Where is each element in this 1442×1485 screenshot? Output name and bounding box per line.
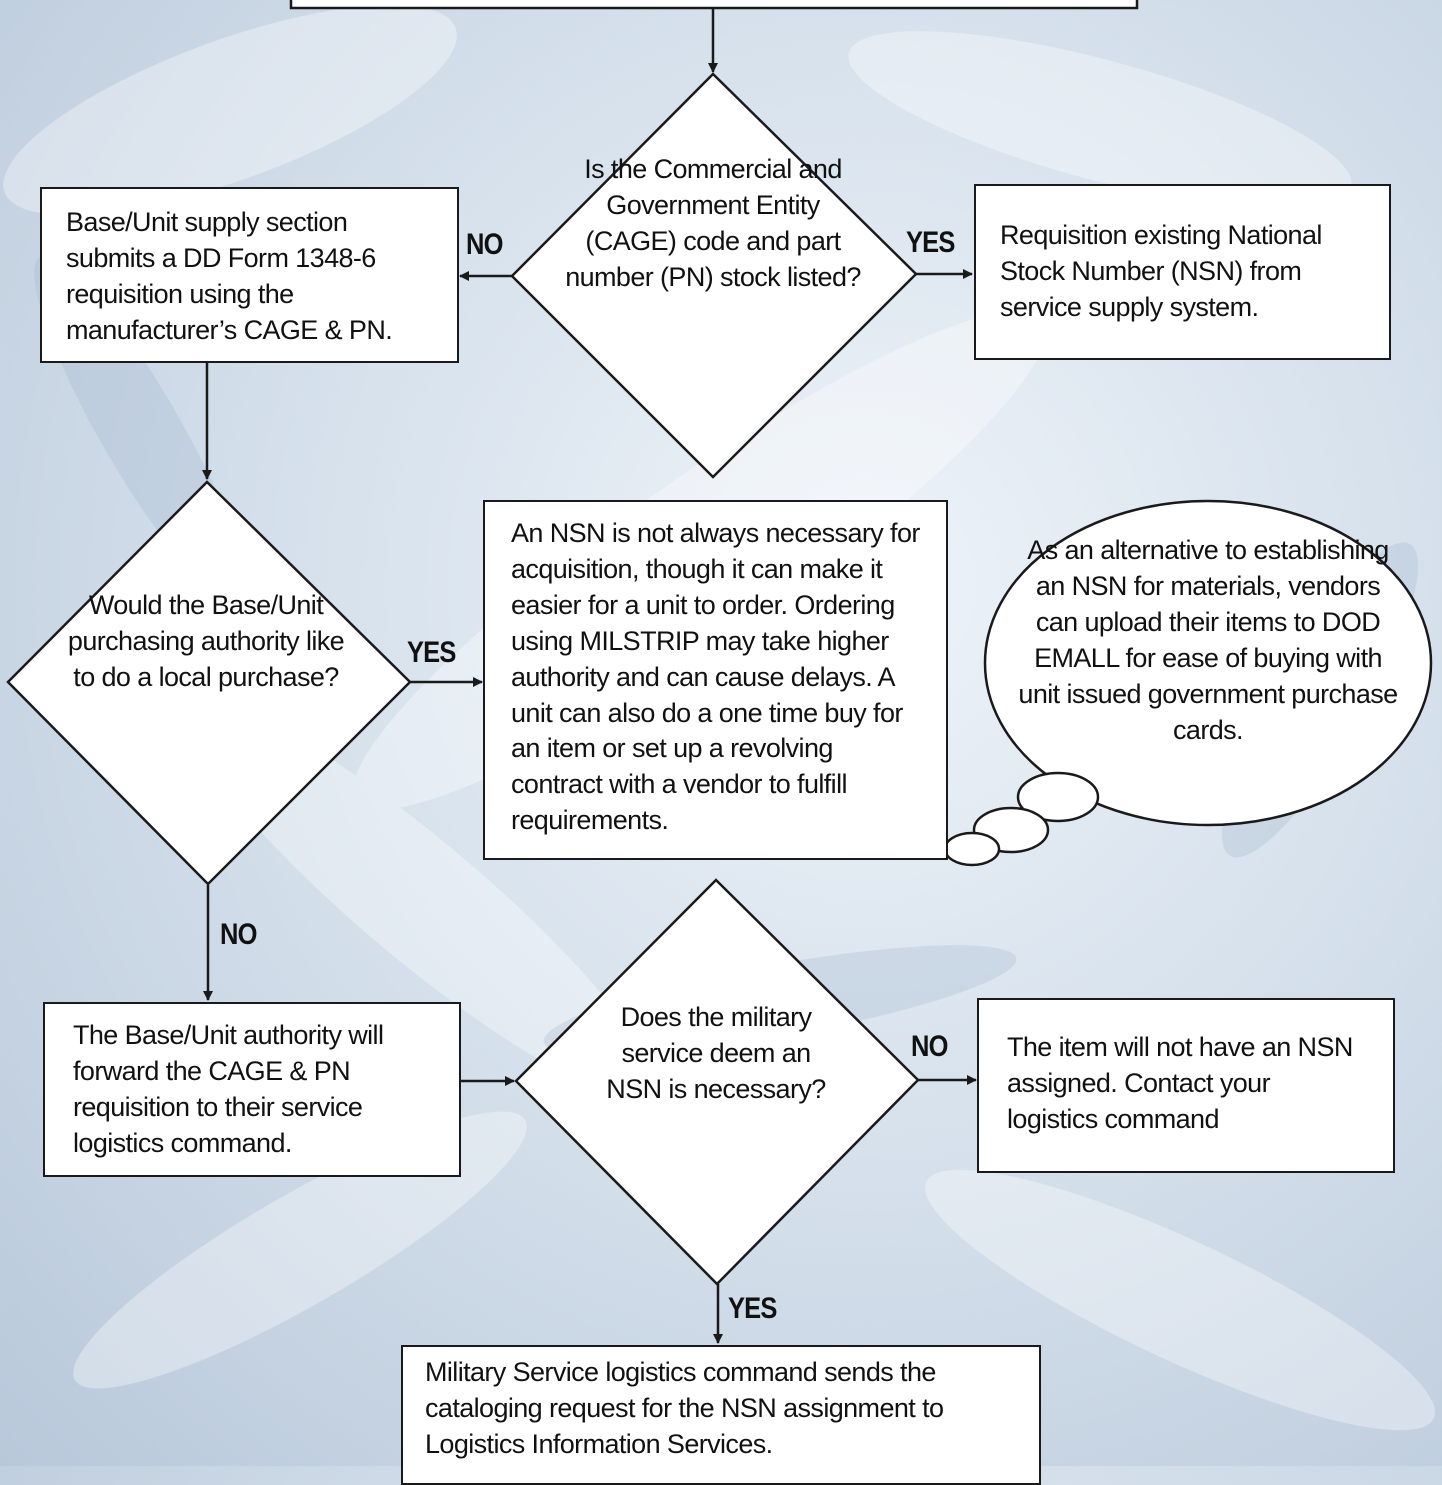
label-cage-yes: YES — [906, 226, 955, 259]
forward-cage-pn-box: The Base/Unit authority will forward the… — [43, 1002, 461, 1177]
dod-emall-callout-text: As an alternative to establishing an NSN… — [1018, 535, 1398, 745]
cataloging-request-box: Military Service logistics command sends… — [401, 1345, 1041, 1485]
no-nsn-assigned-box: The item will not have an NSN assigned. … — [977, 998, 1395, 1173]
label-local-yes: YES — [407, 636, 456, 669]
deem-nsn-decision-text: Does the military service deem an NSN is… — [606, 1002, 826, 1104]
label-deem-no: NO — [911, 1030, 948, 1063]
nsn-not-necessary-box: An NSN is not always necessary for acqui… — [483, 500, 948, 860]
local-purchase-decision-text: Would the Base/Unit purchasing authority… — [67, 590, 345, 692]
label-local-no: NO — [220, 918, 257, 951]
requisition-existing-nsn-box: Requisition existing National Stock Numb… — [974, 184, 1391, 360]
base-unit-supply-box: Base/Unit supply section submits a DD Fo… — [40, 187, 459, 363]
label-deem-yes: YES — [728, 1292, 777, 1325]
cage-listed-decision-text: Is the Commercial and Government Entity … — [565, 154, 861, 292]
label-cage-no: NO — [466, 228, 503, 261]
